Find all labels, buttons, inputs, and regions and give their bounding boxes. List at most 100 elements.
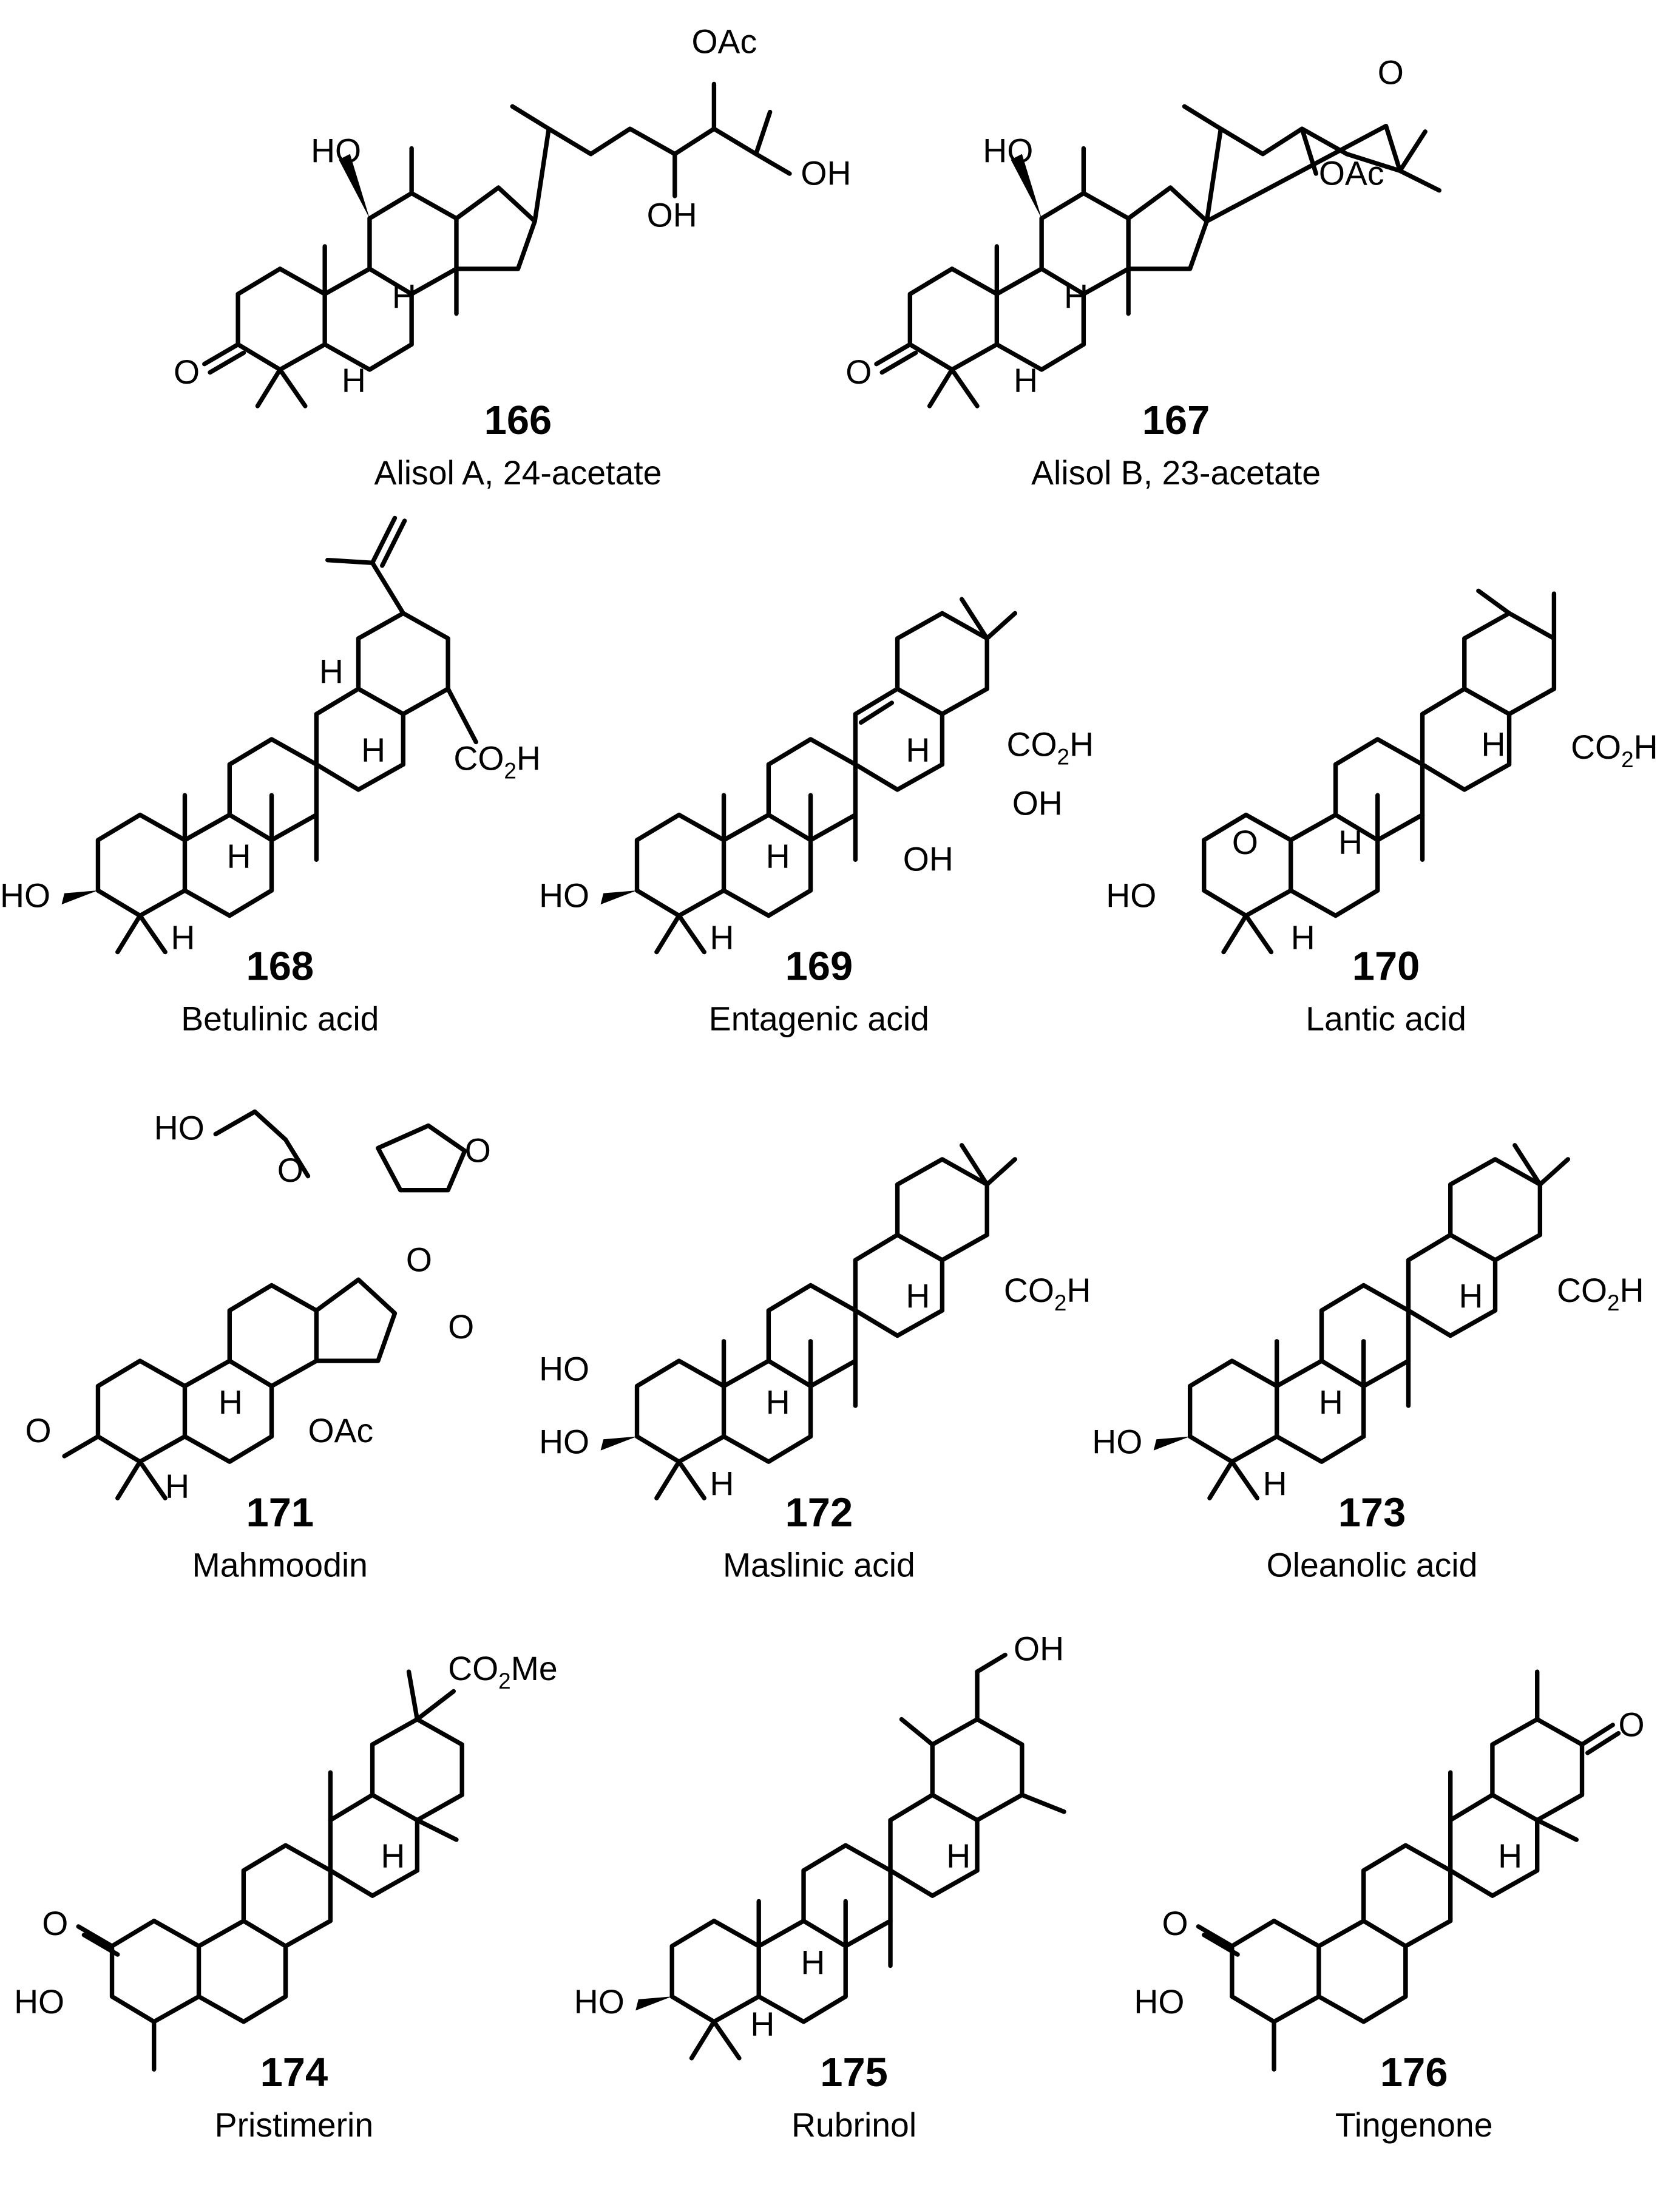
atom-h: H <box>319 653 344 691</box>
atom-h: H <box>165 1468 189 1505</box>
compound-167: O H H HO O OAc 167 Alisol B, 23-acetate <box>845 53 1441 492</box>
atom-ho: HO <box>311 132 361 170</box>
compound-name: Oleanolic acid <box>1267 1546 1478 1584</box>
compound-id: 172 <box>785 1490 853 1535</box>
atom-h: H <box>1319 1384 1343 1422</box>
atom-o: O <box>448 1308 474 1346</box>
compound-172: HO HO H H H CO2H 172 Maslinic acid <box>539 1143 1091 1584</box>
compound-id: 174 <box>260 2050 328 2095</box>
atom-h: H <box>342 362 366 399</box>
compound-175: HO H H H OH 175 Rubrinol <box>574 1630 1066 2144</box>
atom-oac: OAc <box>308 1412 373 1449</box>
atom-oh: OH <box>801 154 851 192</box>
atom-h: H <box>1064 277 1088 315</box>
atom-oh: OH <box>903 841 953 878</box>
compound-name: Alisol A, 24-acetate <box>374 454 662 492</box>
atom-ho: HO <box>1106 877 1156 915</box>
compound-id: 175 <box>820 2050 888 2095</box>
atom-o: O <box>42 1905 68 1942</box>
compound-id: 176 <box>1380 2050 1448 2095</box>
compound-name: Pristimerin <box>215 2106 373 2144</box>
compound-name: Entagenic acid <box>709 1000 929 1038</box>
atom-o: O <box>277 1151 303 1189</box>
atom-ho: HO <box>1092 1423 1142 1460</box>
atom-h: H <box>1263 1465 1287 1503</box>
atom-ho: HO <box>574 1983 625 2021</box>
atom-h: H <box>361 731 385 769</box>
atom-co2h: CO2H <box>1571 728 1658 772</box>
compound-170: HO O H H H CO2H 170 Lantic acid <box>1106 588 1658 1038</box>
atom-oh: OH <box>1012 784 1063 822</box>
atom-h: H <box>381 1837 405 1875</box>
compound-id: 173 <box>1338 1490 1406 1535</box>
atom-h: H <box>1481 726 1505 764</box>
compound-171: O H H OAc HO O O O O 171 Mahmoodin <box>25 1110 491 1584</box>
compound-id: 169 <box>785 944 853 989</box>
compound-176: O HO H O 176 Tingenone <box>1134 1669 1645 2144</box>
atom-ho: HO <box>983 132 1033 170</box>
atom-h: H <box>1459 1277 1483 1315</box>
atom-h: H <box>227 838 251 875</box>
atom-ho: HO <box>154 1110 205 1147</box>
atom-h: H <box>710 1465 734 1503</box>
compound-id: 168 <box>246 944 314 989</box>
compound-166: O H H HO OH OH OAc 166 Alisol A, 24-acet… <box>174 23 851 492</box>
compound-id: 167 <box>1142 398 1210 443</box>
atom-h: H <box>1498 1837 1522 1875</box>
compound-name: Tingenone <box>1335 2106 1493 2144</box>
atom-o: O <box>1619 1706 1645 1743</box>
atom-h: H <box>801 1944 825 1981</box>
atom-o: O <box>25 1412 52 1449</box>
compound-173: HO H H H CO2H 173 Oleanolic acid <box>1092 1143 1644 1584</box>
atom-o: O <box>465 1132 491 1170</box>
atom-h: H <box>1014 362 1038 399</box>
atom-ho: HO <box>539 1423 589 1460</box>
atom-co2h: CO2H <box>453 740 541 784</box>
compound-name: Alisol B, 23-acetate <box>1031 454 1321 492</box>
atom-h: H <box>946 1837 970 1875</box>
compound-name: Maslinic acid <box>723 1546 915 1584</box>
atom-h: H <box>171 919 195 957</box>
atom-oh: OH <box>1014 1630 1064 1668</box>
atom-h: H <box>1291 919 1315 957</box>
atom-oh: OH <box>647 197 697 234</box>
atom-o: O <box>845 353 872 391</box>
compound-id: 170 <box>1352 944 1420 989</box>
atom-h: H <box>906 731 930 769</box>
atom-co2h: CO2H <box>1004 1272 1091 1315</box>
atom-oac: OAc <box>691 23 757 61</box>
atom-o: O <box>1378 53 1404 91</box>
atom-o: O <box>406 1241 432 1278</box>
atom-h: H <box>766 838 790 875</box>
atom-ho: HO <box>539 877 589 915</box>
compound-name: Mahmoodin <box>192 1546 368 1584</box>
compound-169: HO H H H CO2H OH OH 169 Entagenic acid <box>539 597 1094 1038</box>
compound-id: 171 <box>246 1490 314 1535</box>
atom-h: H <box>906 1277 930 1315</box>
atom-h: H <box>218 1384 243 1422</box>
compound-174: O HO H CO2Me 174 Pristimerin <box>14 1650 558 2144</box>
atom-o: O <box>1162 1905 1188 1942</box>
compound-name: Lantic acid <box>1306 1000 1466 1038</box>
atom-h: H <box>392 277 416 315</box>
atom-ho: HO <box>1134 1983 1184 2021</box>
atom-ho: HO <box>0 877 50 915</box>
atom-ho: HO <box>539 1350 589 1388</box>
atom-co2h: CO2H <box>1006 726 1094 770</box>
atom-h: H <box>1338 824 1363 861</box>
compound-id: 166 <box>484 398 552 443</box>
atom-h: H <box>710 919 734 957</box>
compound-168: HO H H H H CO2H 168 Betulinic acid <box>0 515 541 1038</box>
atom-oac: OAc <box>1319 154 1384 192</box>
atom-co2me: CO2Me <box>448 1650 557 1693</box>
atom-ho: HO <box>14 1983 64 2021</box>
compound-name: Rubrinol <box>791 2106 916 2144</box>
atom-h: H <box>750 2005 774 2043</box>
atom-co2h: CO2H <box>1557 1272 1644 1315</box>
atom-o: O <box>174 353 200 391</box>
atom-h: H <box>766 1384 790 1422</box>
atom-o: O <box>1232 824 1258 861</box>
compound-name: Betulinic acid <box>181 1000 379 1038</box>
